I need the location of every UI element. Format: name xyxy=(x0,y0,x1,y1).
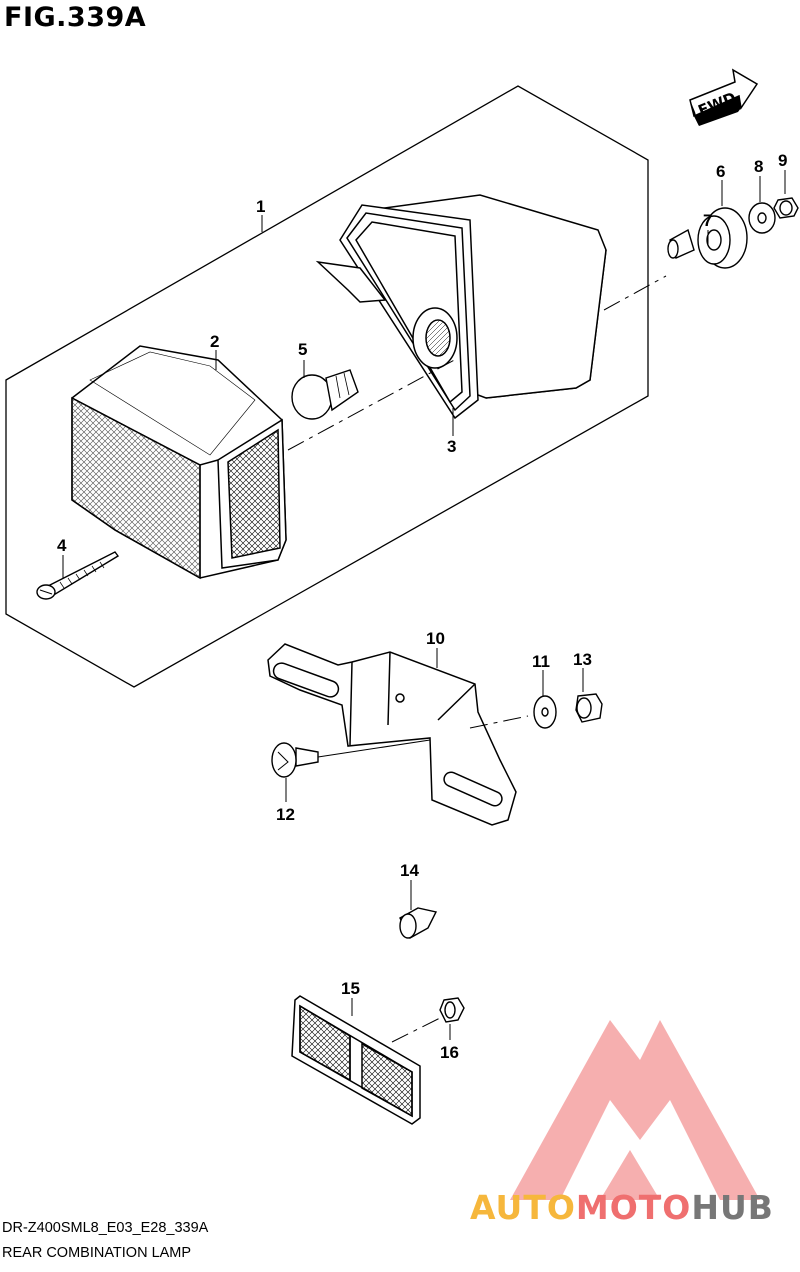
watermark-logo xyxy=(510,1020,760,1200)
callout-1: 1 xyxy=(256,197,265,216)
callout-14: 14 xyxy=(400,861,419,880)
callout-labels: 1 2 3 4 5 6 7 8 9 10 11 12 13 14 15 16 xyxy=(57,151,787,1062)
lamp-lens xyxy=(71,345,287,580)
reflector-15 xyxy=(291,995,421,1125)
callout-8: 8 xyxy=(754,157,763,176)
washer-11 xyxy=(533,695,557,729)
callout-10: 10 xyxy=(426,629,445,648)
callout-13: 13 xyxy=(573,650,592,669)
cushion-6 xyxy=(697,207,748,269)
nut-16 xyxy=(439,997,465,1023)
collar-7 xyxy=(667,228,695,259)
nut-13 xyxy=(575,693,603,723)
washer-8 xyxy=(748,202,776,234)
watermark-moto: MOTO xyxy=(575,1188,692,1227)
callout-2: 2 xyxy=(210,332,219,351)
lamp-housing xyxy=(315,194,607,420)
bracket-10 xyxy=(267,643,517,826)
callout-12: 12 xyxy=(276,805,295,824)
callout-11: 11 xyxy=(532,652,550,671)
figure-title: FIG.339A xyxy=(4,2,147,33)
callout-3: 3 xyxy=(447,437,456,456)
figure-code: DR-Z400SML8_E03_E28_339A xyxy=(2,1220,209,1236)
screw-4 xyxy=(36,551,120,600)
figure-name: REAR COMBINATION LAMP xyxy=(2,1245,192,1261)
watermark-text: AUTOMOTOHUB xyxy=(470,1188,774,1227)
screw-12 xyxy=(271,742,319,778)
grommet-14 xyxy=(399,907,438,939)
watermark-hub: HUB xyxy=(691,1188,774,1227)
callout-15: 15 xyxy=(341,979,360,998)
leader-lines xyxy=(62,170,786,1043)
callout-7: 7 xyxy=(703,211,712,230)
assembly-outline xyxy=(5,85,649,688)
callout-16: 16 xyxy=(440,1043,459,1062)
callout-4: 4 xyxy=(57,536,67,555)
callout-9: 9 xyxy=(778,151,787,170)
callout-5: 5 xyxy=(298,340,307,359)
fwd-arrow: FWD xyxy=(689,68,759,126)
callout-6: 6 xyxy=(716,162,725,181)
watermark-auto: AUTO xyxy=(470,1188,576,1227)
nut-9 xyxy=(773,197,799,219)
bulb-5 xyxy=(291,369,359,420)
